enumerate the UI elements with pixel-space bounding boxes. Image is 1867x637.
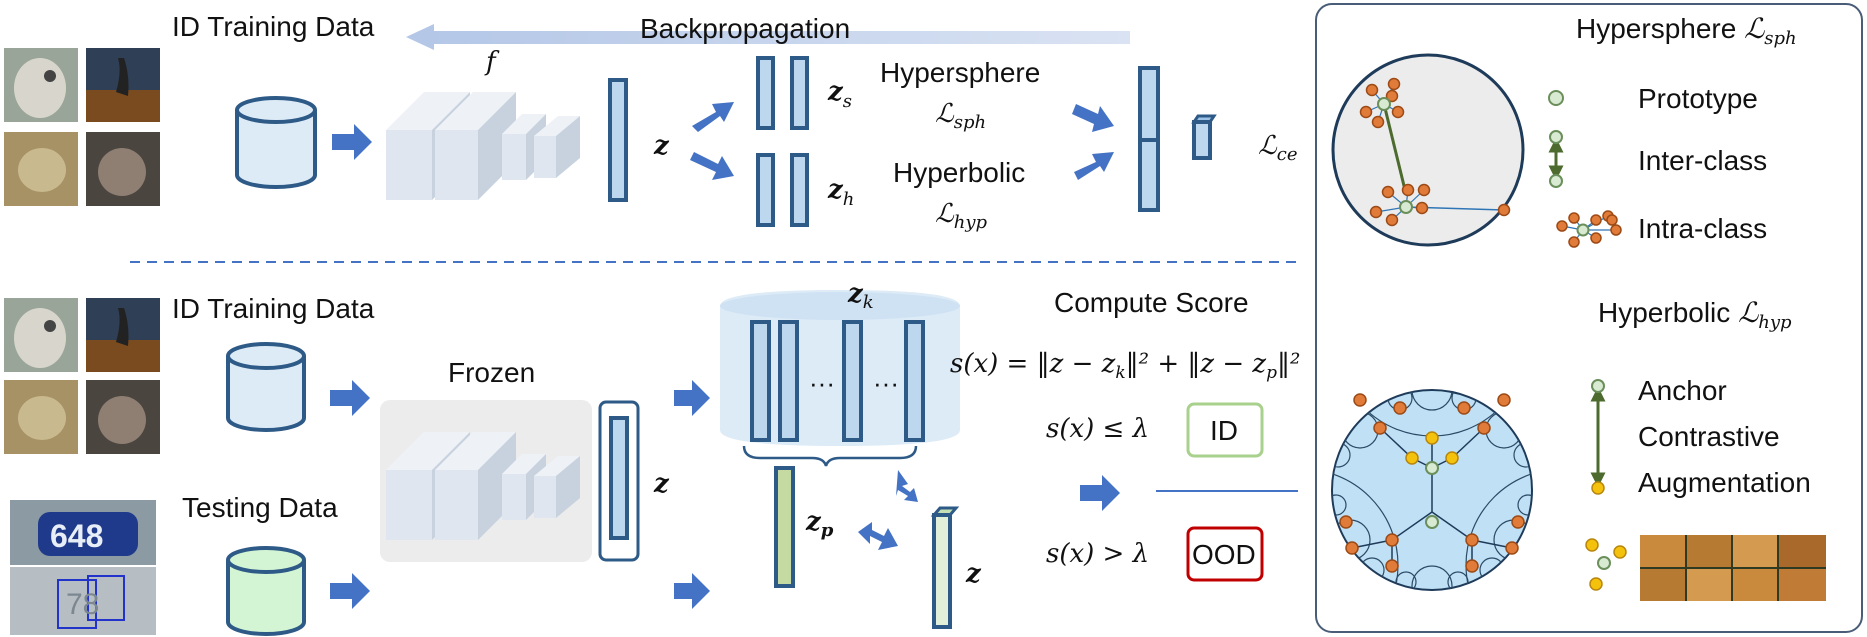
vector-logits bbox=[1191, 114, 1217, 160]
vector-zh-2 bbox=[790, 153, 809, 227]
label-z-top: z bbox=[653, 131, 670, 161]
arrow-db-to-net bbox=[332, 124, 372, 160]
hyperbolic-label: Hyperbolic bbox=[893, 157, 1025, 188]
arrow-z-to-zs bbox=[692, 102, 734, 132]
label-z-bottom: z bbox=[653, 469, 670, 499]
hypersphere-points bbox=[1359, 77, 1511, 227]
ood-label: OOD bbox=[1192, 539, 1256, 570]
cond-id: s(x) ≤ λ bbox=[1046, 414, 1149, 444]
network-f bbox=[386, 92, 580, 200]
svg-text:78: 78 bbox=[66, 588, 99, 621]
ood-box bbox=[1186, 526, 1264, 582]
legend-prototype: Prototype bbox=[1638, 83, 1758, 114]
augmented-images bbox=[1640, 535, 1826, 601]
bank-vector-3 bbox=[842, 320, 863, 442]
arrow-z-to-bank bbox=[674, 380, 710, 416]
loss-ce: ℒce bbox=[1258, 131, 1297, 165]
label-zp: zp bbox=[805, 507, 834, 541]
database-id-icon bbox=[226, 342, 306, 432]
hyp-title: Hyperbolic ℒhyp bbox=[1598, 296, 1792, 333]
sph-title: Hypersphere ℒsph bbox=[1576, 12, 1797, 49]
top-id-title: ID Training Data bbox=[172, 11, 375, 42]
arrow-test-db bbox=[330, 573, 370, 609]
bank-vector-2 bbox=[778, 320, 799, 442]
id-label: ID bbox=[1210, 415, 1238, 446]
loss-hyp: ℒhyp bbox=[935, 199, 987, 233]
vector-zs-1 bbox=[756, 56, 775, 130]
label-zh: zh bbox=[827, 175, 854, 210]
id-thumbnails-bottom bbox=[4, 298, 160, 454]
arrow-test-z bbox=[674, 573, 710, 609]
vector-zs-2 bbox=[790, 56, 809, 130]
database-icon bbox=[235, 96, 317, 189]
bank-vector-1 bbox=[750, 320, 771, 442]
legend-augmentation: Augmentation bbox=[1638, 467, 1811, 498]
arrow-sph-to-concat bbox=[1072, 104, 1114, 132]
z-frozen-frame bbox=[598, 400, 640, 562]
svg-text:648: 648 bbox=[50, 518, 103, 554]
database-test-icon bbox=[226, 546, 306, 636]
anchor-augmentation-icon bbox=[1590, 379, 1606, 495]
cond-ood: s(x) > λ bbox=[1046, 539, 1149, 569]
bottom-id-title: ID Training Data bbox=[172, 293, 375, 324]
vector-concat-lower bbox=[1138, 138, 1160, 212]
bank-dots-2: ··· bbox=[873, 368, 899, 398]
prototype-icon bbox=[1548, 90, 1564, 106]
vector-concat-upper bbox=[1138, 66, 1160, 142]
svhn-thumbnails: 648 78 bbox=[10, 500, 156, 635]
poincare-disk bbox=[1331, 389, 1533, 591]
testing-data-title: Testing Data bbox=[182, 492, 338, 523]
hypersphere-disk bbox=[1331, 53, 1525, 247]
vector-z-top bbox=[608, 78, 628, 202]
arrow-z-to-zh bbox=[690, 152, 734, 180]
bank-dots-1: ··· bbox=[809, 368, 835, 398]
id-box bbox=[1186, 402, 1264, 458]
frozen-network bbox=[386, 432, 580, 540]
legend-anchor: Anchor bbox=[1638, 375, 1727, 406]
vector-zh-1 bbox=[756, 153, 775, 227]
brace bbox=[742, 445, 918, 467]
legend-contrastive: Contrastive bbox=[1638, 421, 1780, 452]
score-equation: s(x) = ‖z − zk‖² + ‖z − zp‖² bbox=[950, 349, 1300, 383]
double-arrow-zp bbox=[858, 522, 898, 550]
id-thumbnails-top bbox=[4, 48, 160, 206]
backprop-label: Backpropagation bbox=[640, 13, 850, 44]
intra-class-icon bbox=[1556, 210, 1622, 248]
hypersphere-label: Hypersphere bbox=[880, 57, 1040, 88]
arrow-hyp-to-concat bbox=[1074, 152, 1114, 180]
label-z-test: z bbox=[965, 559, 982, 589]
label-zs: zs bbox=[827, 77, 852, 112]
label-zk: zk bbox=[847, 279, 874, 313]
legend-intra: Intra-class bbox=[1638, 213, 1767, 244]
legend-inter: Inter-class bbox=[1638, 145, 1767, 176]
vector-z-frozen bbox=[609, 416, 629, 540]
bank-vector-4 bbox=[904, 320, 925, 442]
frozen-label: Frozen bbox=[448, 357, 535, 388]
inter-class-icon bbox=[1548, 130, 1564, 188]
augmentation-icon bbox=[1585, 538, 1627, 591]
arrow-id-db bbox=[330, 380, 370, 416]
label-f: f bbox=[484, 47, 500, 77]
backprop-arrow bbox=[406, 24, 1130, 50]
compute-score-label: Compute Score bbox=[1054, 287, 1249, 318]
vector-zp bbox=[774, 466, 795, 588]
vector-z-test bbox=[930, 506, 960, 629]
loss-sph: ℒsph bbox=[935, 99, 986, 133]
double-arrow-bank bbox=[896, 470, 918, 502]
arrow-to-decision bbox=[1080, 475, 1120, 511]
